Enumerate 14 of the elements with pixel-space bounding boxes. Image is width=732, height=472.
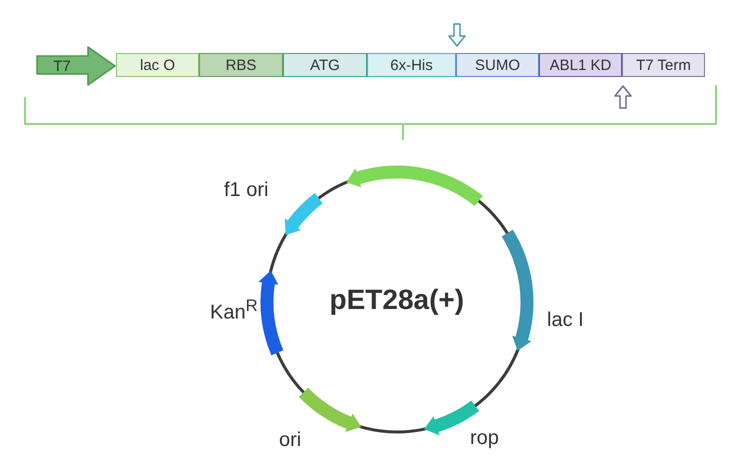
gene-segment: SUMO xyxy=(456,53,539,77)
feature-label: lac I xyxy=(547,310,584,330)
promoter-arrow: T7 xyxy=(36,46,116,86)
gene-segment: ATG xyxy=(283,53,367,77)
gene-segment: ABL1 KD xyxy=(539,53,622,77)
feature-label: f1 ori xyxy=(224,180,268,200)
plasmid-name: pET28a(+) xyxy=(330,286,464,314)
gene-segment: T7 Term xyxy=(622,53,705,77)
gene-segment: RBS xyxy=(199,53,283,77)
feature-label: rop xyxy=(470,428,499,448)
feature-label: Kan$^{R}$ xyxy=(210,298,258,323)
feature-label: ori xyxy=(279,430,302,450)
gene-segment: lac O xyxy=(116,53,199,77)
gene-segment: 6x-His xyxy=(367,53,456,77)
